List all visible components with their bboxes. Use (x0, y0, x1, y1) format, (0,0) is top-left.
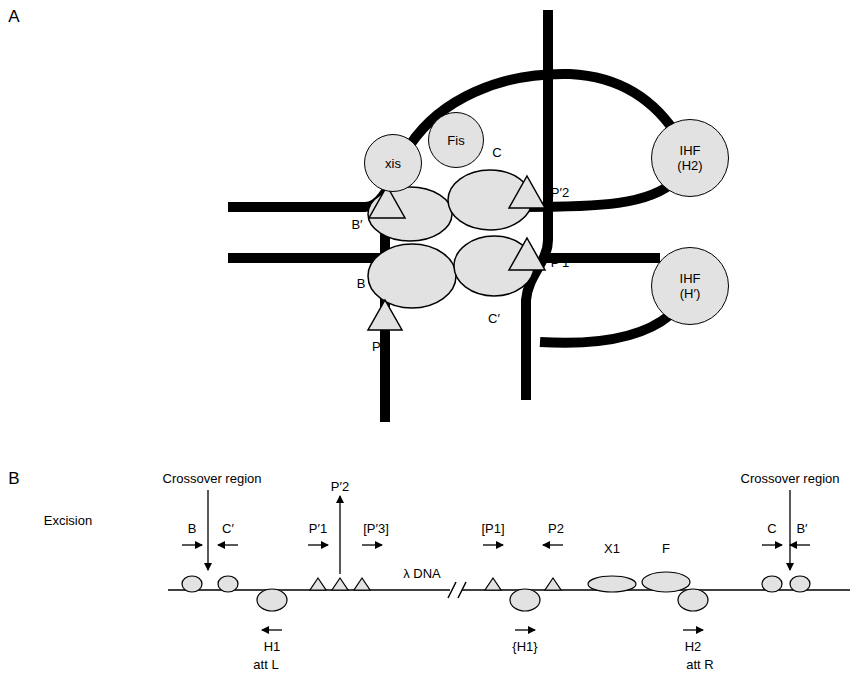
direction-arrow (790, 544, 810, 545)
site-circle (588, 576, 636, 592)
direction-arrow (543, 544, 563, 545)
protein-name: IHF (H′) (668, 271, 712, 301)
protein-circle: IHF (H′) (651, 247, 729, 325)
site-label: att R (686, 657, 713, 672)
site-label: Excision (44, 513, 92, 528)
site-label: C′ (222, 521, 234, 536)
site-label: B′ (796, 521, 807, 536)
site-triangle (354, 578, 370, 590)
site-label: H1 (264, 639, 281, 654)
panel-letter: B (8, 471, 19, 486)
site-label: {H1} (512, 639, 537, 654)
site-circle (678, 589, 708, 611)
direction-arrow (182, 544, 202, 545)
protein-blob (368, 244, 456, 308)
direction-arrow (182, 490, 810, 630)
direction-arrow (262, 629, 282, 630)
site-label: F (662, 541, 670, 556)
protein-name: Fis (447, 133, 464, 148)
direction-arrow (362, 544, 382, 545)
site-triangle (368, 176, 545, 330)
site-label: C′ (488, 311, 500, 326)
site-triangle (332, 578, 348, 590)
direction-arrow (789, 490, 790, 570)
direction-arrow (308, 544, 328, 545)
site-label: C (492, 145, 501, 160)
direction-arrow (207, 490, 208, 570)
site-label: B (357, 276, 366, 291)
direction-arrow (515, 629, 535, 630)
site-triangle (368, 300, 402, 330)
dna-strand (228, 253, 385, 263)
site-label: P2 (372, 339, 388, 354)
site-triangle (509, 238, 545, 270)
site-circle (218, 576, 238, 592)
site-label: Crossover region (741, 471, 840, 486)
site-label: [P′3] (363, 521, 389, 536)
direction-arrow (339, 496, 340, 574)
site-label: H2 (685, 639, 702, 654)
dna-strand (540, 315, 670, 343)
protein-circle: Fis (428, 112, 484, 168)
direction-arrow (483, 544, 503, 545)
site-triangle (545, 578, 561, 590)
protein-name: xis (385, 156, 401, 171)
site-label: λ DNA (403, 566, 441, 581)
dna-line (448, 582, 466, 598)
site-circle (790, 576, 810, 592)
protein-circle: xis (364, 134, 422, 192)
site-circle (642, 572, 690, 592)
dna-strand (228, 10, 680, 422)
site-label: P′1 (551, 255, 569, 270)
site-label: [P1] (481, 521, 504, 536)
site-circle (182, 572, 810, 611)
protein-name: IHF (H2) (668, 143, 712, 173)
site-label: B (188, 521, 197, 536)
protein-blob (368, 187, 452, 241)
site-label: P′1 (309, 521, 327, 536)
site-label: Crossover region (163, 471, 262, 486)
site-circle (182, 576, 202, 592)
site-label: B′ (351, 217, 362, 232)
direction-arrow (762, 544, 782, 545)
site-label: P′2 (331, 479, 349, 494)
site-triangle (485, 578, 501, 590)
panel-letter: A (8, 9, 19, 24)
protein-circle: IHF (H2) (651, 119, 729, 197)
site-triangle (310, 578, 326, 590)
site-circle (510, 589, 540, 611)
site-triangle (509, 176, 545, 208)
site-label: X1 (604, 541, 620, 556)
direction-arrow (683, 629, 703, 630)
site-label: att L (253, 657, 278, 672)
site-label: P′2 (551, 185, 569, 200)
site-circle (762, 576, 782, 592)
site-label: P2 (548, 521, 564, 536)
site-circle (257, 589, 287, 611)
direction-arrow (218, 544, 238, 545)
site-label: C (767, 521, 776, 536)
